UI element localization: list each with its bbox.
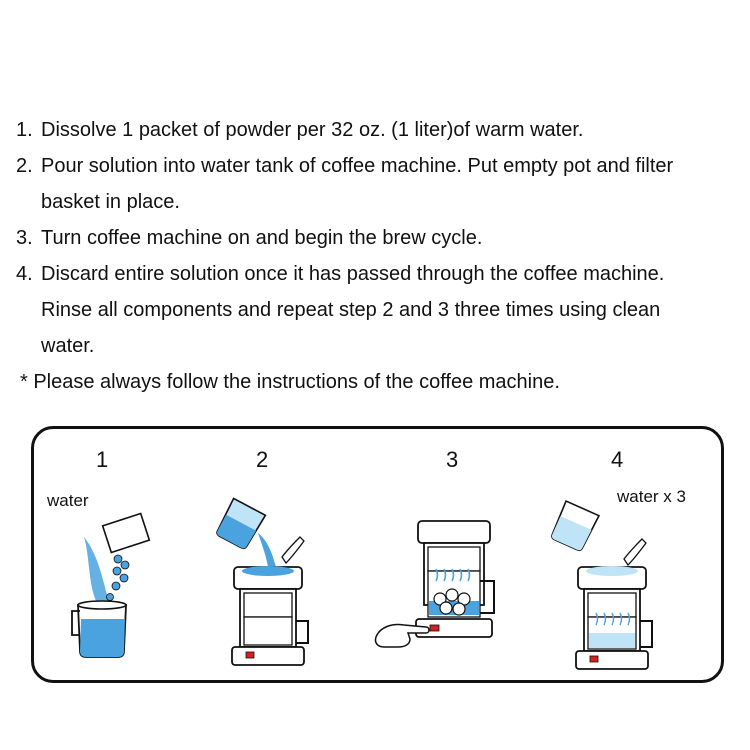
step-text: Rinse all components and repeat step 2 a… [41, 299, 661, 321]
step-text: Dissolve 1 packet of powder per 32 oz. (… [41, 119, 584, 141]
step-number: 3. [16, 227, 33, 249]
coffee-machine-rinse-illustration [551, 499, 653, 670]
water-label: water [47, 491, 89, 510]
step-text: Pour solution into water tank of coffee … [41, 155, 674, 177]
diagram-step-number: 1 [96, 447, 109, 472]
illustration-panel: 1 2 3 4 water water x 3 [31, 426, 724, 683]
water-x3-label: water x 3 [617, 487, 686, 506]
step-number: 1. [16, 119, 33, 141]
step-text: Discard entire solution once it has pass… [41, 263, 665, 285]
diagram-step-number: 3 [446, 447, 459, 472]
note-text: * Please always follow the instructions … [20, 371, 560, 393]
coffee-machine-brew-illustration [374, 520, 495, 648]
step-text: Turn coffee machine on and begin the bre… [41, 227, 483, 249]
diagram-step-number: 2 [256, 447, 269, 472]
step-text: water. [41, 335, 95, 357]
step-text: basket in place. [41, 191, 180, 213]
pitcher-powder-illustration [71, 512, 151, 658]
step-number: 4. [16, 263, 33, 285]
step-number: 2. [16, 155, 33, 177]
diagram-step-number: 4 [611, 447, 624, 472]
coffee-machine-pour-illustration [216, 497, 309, 666]
